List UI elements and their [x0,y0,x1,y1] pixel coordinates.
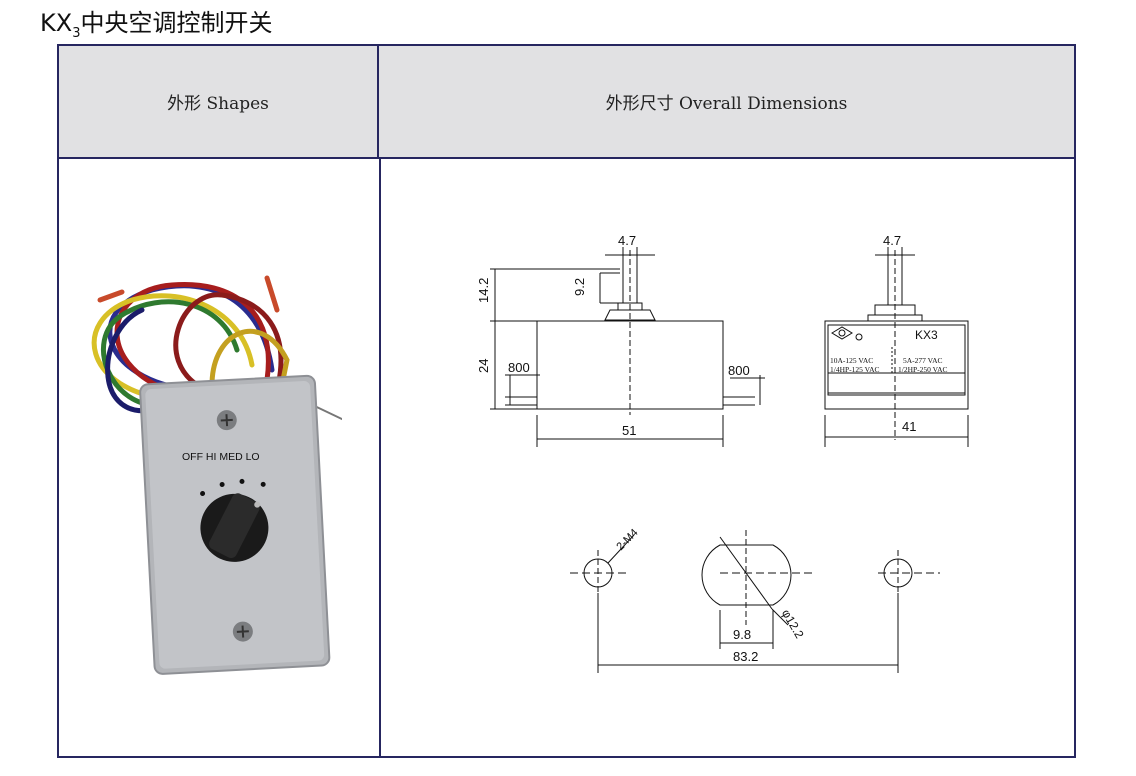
header-shapes: 外形 Shapes [59,46,379,159]
switch-photo: OFF HI MED LO [91,275,342,675]
front-body-width: 51 [622,423,636,438]
right-mount-hole [883,558,913,588]
front-shaft-height: 9.2 [572,278,587,296]
lead-right-length: 800 [728,363,750,378]
front-shaft-width: 4.7 [618,233,636,248]
front-upper-height: 14.2 [476,278,491,303]
front-body-height: 24 [476,359,491,373]
svg-text:1/4HP-125 VAC: 1/4HP-125 VAC [830,365,880,374]
side-shaft-width: 4.7 [883,233,901,248]
front-body [536,320,724,410]
model-label: KX3 [915,328,938,342]
page-title: KX3中央空调控制开关 [40,9,273,41]
screw-label: 2-M4 [614,527,640,553]
column-divider [379,159,381,756]
center-distance: 83.2 [733,649,758,664]
flat-width: 9.8 [733,627,751,642]
svg-text:10A-125 VAC: 10A-125 VAC [830,356,873,365]
center-d-hole [701,544,792,606]
svg-text:1/2HP-250 VAC: 1/2HP-250 VAC [898,365,948,374]
hole-diameter: φ12.2 [779,607,807,641]
spec-table: 外形 Shapes 外形尺寸 Overall Dimensions [57,44,1076,758]
dimension-drawing: 4.7 9.2 14.2 24 800 800 51 4.7 KX3 10A-1… [476,233,969,673]
lead-left-length: 800 [508,360,530,375]
svg-text:5A-277 VAC: 5A-277 VAC [903,356,943,365]
header-dimensions: 外形尺寸 Overall Dimensions [379,46,1074,159]
side-width: 41 [902,419,916,434]
dial-labels: OFF HI MED LO [182,451,260,463]
